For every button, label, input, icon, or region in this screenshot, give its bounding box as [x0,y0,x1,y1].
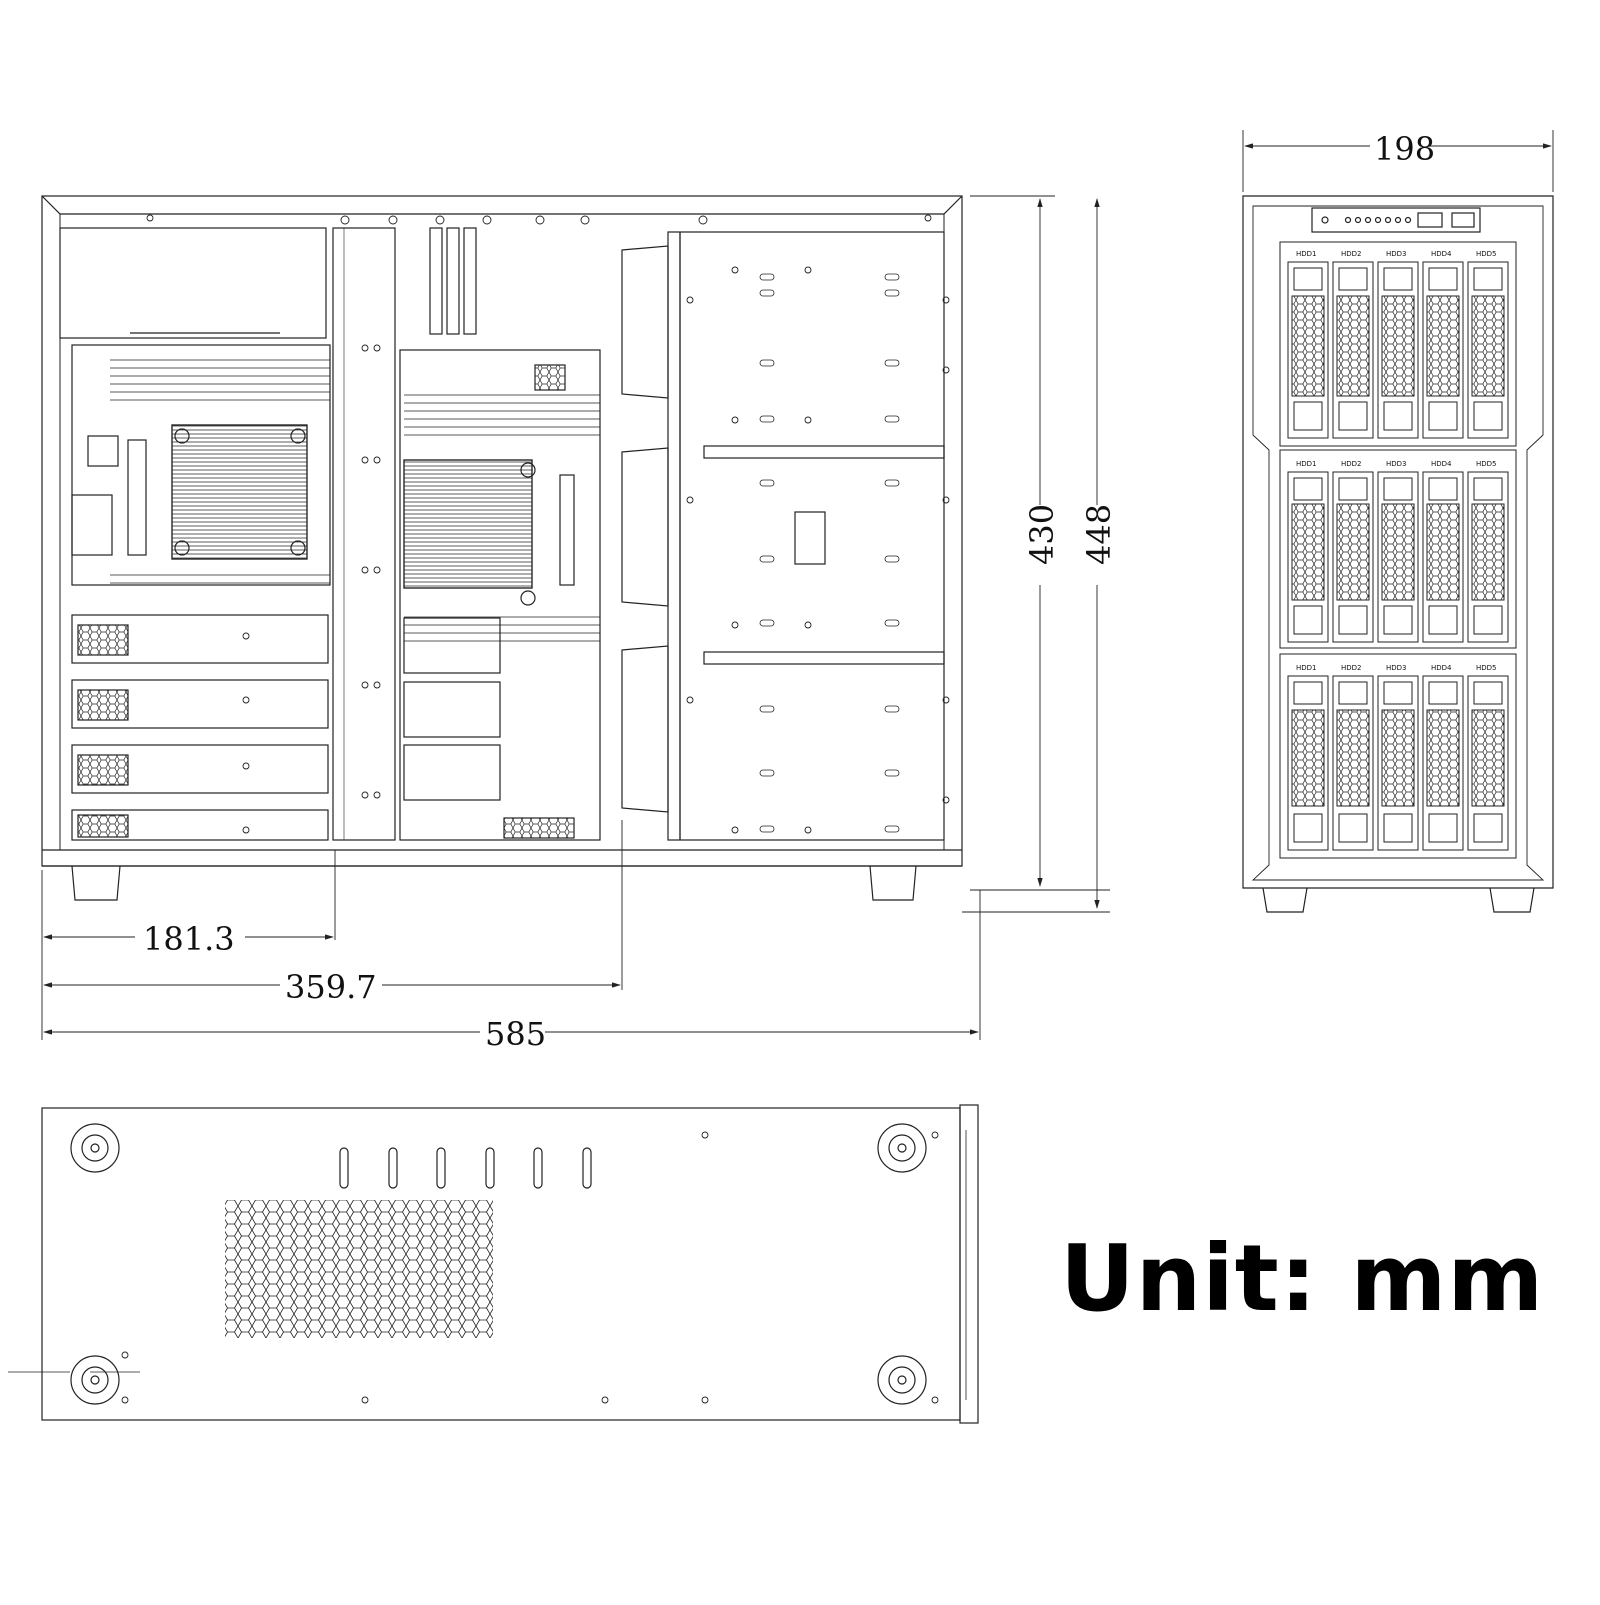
cpu-heatsink-1-outline [171,424,308,560]
bracket-1 [429,227,443,335]
front-view [1242,195,1554,913]
cage-rail-2 [703,651,945,665]
hdd-label: HDD4 [1431,250,1452,258]
bottom-vent [225,1200,493,1338]
bottom-feet [70,1123,927,1405]
hdd-label: HDD3 [1386,250,1407,258]
hdd-bay [1287,261,1329,439]
hdd-bay [1287,675,1329,851]
side-view [41,195,963,901]
cpu-heatsink-2 [403,459,533,589]
bottom-front-bezel [959,1104,979,1424]
hdd-bay [1332,261,1374,439]
hdd-label: HDD1 [1296,250,1317,258]
dimm-slots-left [110,359,330,584]
bottom-screws [121,1131,939,1404]
front-chassis-outline [1242,195,1554,889]
dim-label-448: 448 [1080,504,1118,565]
hdd-label: HDD2 [1341,460,1362,468]
hdd-label: HDD3 [1386,460,1407,468]
hdd-bay [1377,471,1419,643]
hdd-cage-side [679,231,945,841]
hdd-label: HDD5 [1476,664,1497,672]
cage-latch [794,511,826,565]
drive-cage-1 [1279,241,1517,447]
hdd-bay [1332,471,1374,643]
hdd-bay [1467,261,1509,439]
front-foot-left [1262,887,1308,913]
cpu-heatsink-2-outline [403,459,533,589]
riser-3 [403,744,501,801]
hdd-bay [1332,675,1374,851]
bottom-slots [339,1147,592,1189]
bottom-chassis-outline [41,1107,961,1421]
psu [59,227,327,339]
hdd-labels: HDD1 HDD2 HDD3 HDD4 HDD5 HDD1 HDD2 HDD3 … [1296,250,1497,672]
hdd-label: HDD5 [1476,250,1497,258]
bracket-3 [463,227,477,335]
hdd-bay [1422,261,1464,439]
usb-port-2 [1451,212,1475,228]
dim-label-198: 198 [1374,130,1435,168]
motherboard-left [71,344,331,586]
cage-rail-1 [703,445,945,459]
hdd-label: HDD4 [1431,460,1452,468]
dim-label-585: 585 [485,1015,546,1053]
bracket-2 [446,227,460,335]
motherboard-right [399,349,601,841]
bottom-view [41,1104,979,1424]
connector-block-left [87,435,119,467]
riser-1 [403,617,501,674]
side-foot-left [71,865,121,901]
riser-2 [403,681,501,738]
hdd-bay [1377,675,1419,851]
hdd-bay [1422,471,1464,643]
vrm-left [127,439,147,556]
hdd-label: HDD4 [1431,664,1452,672]
dim-label-181: 181.3 [143,920,235,958]
hdd-bay [1287,471,1329,643]
front-foot-right [1489,887,1535,913]
side-foot-right [869,865,917,901]
support-bar-left [332,227,396,841]
cpu-heatsink-1 [171,424,308,560]
dim-label-430: 430 [1023,504,1061,565]
hdd-label: HDD5 [1476,460,1497,468]
front-dimensions [1242,130,1554,192]
hdd-bay [1422,675,1464,851]
hdd-bay [1377,261,1419,439]
dim-label-359: 359.7 [285,968,377,1006]
hdd-label: HDD1 [1296,460,1317,468]
power-connector [503,817,575,839]
pcie-cards [71,614,329,841]
screws [146,214,950,834]
side-top-bevel [41,195,963,215]
drive-cage-3 [1279,653,1517,859]
drive-cage-2 [1279,449,1517,649]
fan-wall [621,231,681,841]
header-block [534,364,566,391]
unit-label: Unit: mm [1060,1225,1545,1332]
hdd-label: HDD3 [1386,664,1407,672]
hdd-bay [1467,471,1509,643]
front-panel-io [1311,207,1481,233]
usb-port-1 [1417,212,1443,228]
cage-slots [759,273,900,833]
hdd-label: HDD1 [1296,664,1317,672]
front-bezel [1251,205,1545,881]
hdd-label: HDD2 [1341,664,1362,672]
io-port-left [71,494,113,556]
hdd-bay [1467,675,1509,851]
hdd-label: HDD2 [1341,250,1362,258]
dimm-slots-right [404,394,600,642]
side-dimensions [41,195,1110,1040]
vrm-right [559,474,575,586]
